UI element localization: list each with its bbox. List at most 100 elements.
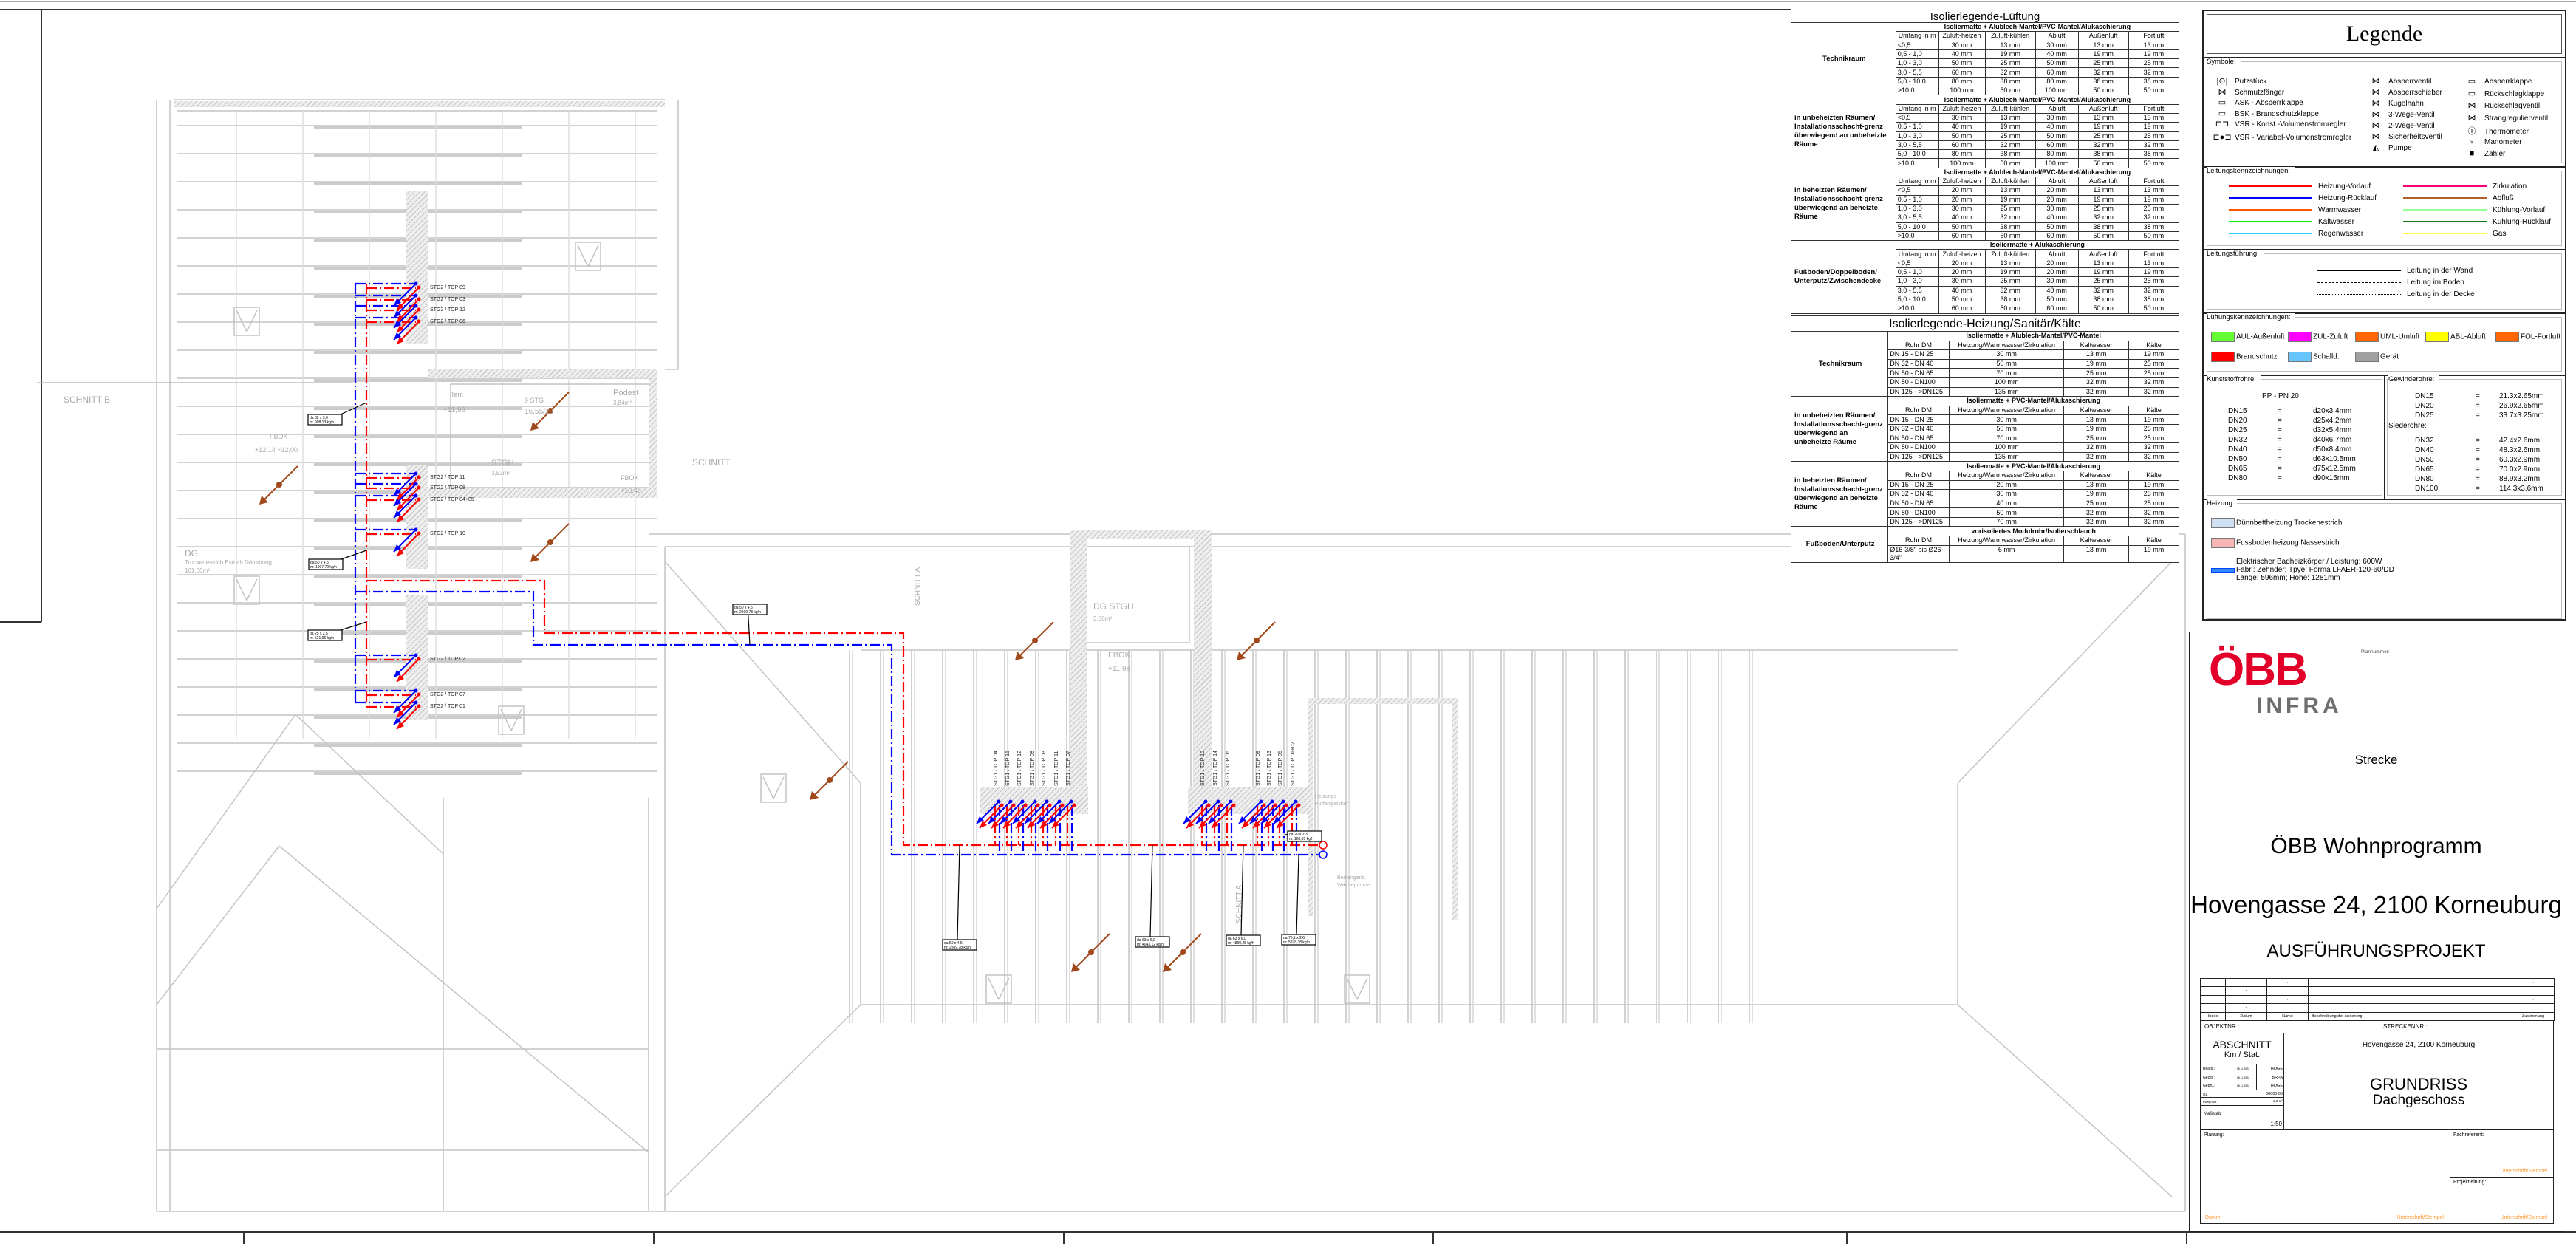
address-field: Hovengasse 24, 2100 Korneuburg — [2283, 1033, 2554, 1064]
riser-label: STG1 / TOP 06 — [1226, 751, 1231, 786]
column-header: Rohr DM — [1887, 340, 1950, 351]
table-cell: 32 mm — [2128, 377, 2180, 388]
riser-label: STG2 / TOP 09 — [430, 285, 465, 290]
table-cell: 0,5 - 1,0 — [1895, 194, 1939, 205]
plan-text: 9 STG — [525, 397, 544, 404]
insulation-type: Isoliermatte + Alublech-Mantel/PVC-Mante… — [1895, 167, 2180, 178]
table-cell: 50 mm — [2128, 86, 2180, 96]
plan-text: Terr. — [451, 391, 464, 398]
table-cell: 50 mm — [2128, 230, 2180, 242]
pipe-flow: m: 166,85 kg/h — [1289, 837, 1313, 841]
table-cell: 19 mm — [1984, 194, 2036, 205]
riser-label: STG2 / TOP 10 — [430, 531, 465, 536]
scale-label: Maßstab — [2204, 1112, 2221, 1116]
pipe-color-label: Warmwasser — [2318, 206, 2361, 214]
table-cell: DN 50 - DN 65 — [1887, 368, 1950, 378]
pipe-dimension-cell: = — [2476, 475, 2480, 483]
line-style-swatch — [2317, 281, 2401, 283]
table-cell: 50 mm — [2128, 158, 2180, 168]
table-cell: DN 80 - DN100 — [1887, 442, 1950, 453]
pipe-dimension-cell: DN100 — [2415, 485, 2439, 493]
table-cell: 32 mm — [2077, 67, 2129, 78]
manifold-connection-icon — [1000, 799, 1028, 829]
table-cell: 40 mm — [1938, 49, 1986, 60]
pipe-color-label: Zirkulation — [2493, 182, 2527, 191]
riser-label: STG1 / TOP 08 — [1030, 751, 1035, 786]
strangregulierventil-icon: ⋈ — [2467, 113, 2476, 123]
symbol-label: 3-Wege-Ventil — [2388, 111, 2435, 119]
color-swatch — [2355, 332, 2379, 342]
object-number-label: OBJEKTNR.: — [2204, 1023, 2240, 1030]
table-cell: 38 mm — [2128, 294, 2180, 305]
plan-text: +11,98 — [1108, 665, 1131, 673]
table-cell: 25 mm — [2128, 368, 2180, 378]
absperrventil-icon: ⋈ — [2371, 77, 2380, 86]
drain-marker-icon — [1237, 621, 1276, 660]
manifold-connection-icon — [1238, 799, 1266, 829]
pipe-dimension: da 50 x 4,5 — [734, 606, 753, 610]
table-cell: 32 mm — [2077, 213, 2129, 223]
table-cell: 50 mm — [1938, 131, 1986, 141]
table-cell: 32 mm — [2128, 213, 2180, 223]
manifold-connection-icon — [1195, 799, 1223, 829]
table-cell: 20 mm — [1938, 185, 1986, 196]
insulation-type: Isoliermatte + Alublech-Mantel/PVC-Mante… — [1895, 21, 2180, 33]
absperrklappe-icon: ▭ — [2218, 98, 2227, 107]
riser-label: STG2 / TOP 01 — [430, 704, 465, 709]
table-cell: 0,5 - 1,0 — [1895, 267, 1939, 278]
symbol-item: ⋈Schmutzfänger — [2210, 87, 2285, 97]
table-cell: 1,0 - 3,0 — [1895, 131, 1939, 141]
table-cell: 40 mm — [2035, 122, 2079, 132]
table-cell: 32 mm — [1984, 140, 2036, 151]
symbol-label: 2-Wege-Ventil — [2388, 122, 2435, 130]
riser-label: STG2 / TOP 03 — [430, 297, 465, 302]
table-cell: 32 mm — [2063, 516, 2129, 527]
table-cell: 19 mm — [2128, 194, 2180, 205]
riser-label: STG1 / TOP 04 — [994, 751, 999, 786]
specialist-signature-label: Unterschrift/Stempel — [2500, 1169, 2547, 1174]
column-header: Fortluft — [2128, 31, 2180, 41]
table-cell: 60 mm — [1938, 67, 1986, 78]
table-cell: 25 mm — [2128, 203, 2180, 214]
pipe-dimension-cell: 21.3x2.65mm — [2499, 392, 2544, 400]
manometer-icon: ♀ — [2468, 137, 2476, 146]
riser-label: STG1 / TOP 15 — [1005, 751, 1011, 786]
riser-label: STG1 / TOP 07 — [1066, 751, 1071, 786]
pipe-dimension: da 50 x 4,5 — [944, 941, 963, 946]
table-cell: 3,0 - 5,5 — [1895, 285, 1939, 295]
symbol-item: ⋈Sicherheitsventil — [2363, 131, 2442, 141]
table-cell: 25 mm — [2077, 203, 2129, 214]
route-label: Strecke — [2354, 753, 2398, 767]
pipe-color-item: Heizung-Vorlauf — [2229, 182, 2371, 191]
riser-label: STG2 / TOP 12 — [430, 307, 465, 312]
ventilation-item: Gerät — [2355, 352, 2399, 363]
table-cell: 32 mm — [1984, 213, 2036, 223]
plan-text: SCHNITT A — [1235, 885, 1243, 923]
heating-label: Fussbodenheizung Nassestrich — [2236, 539, 2340, 547]
table-cell: 100 mm — [1948, 442, 2065, 453]
roof-window-icon — [575, 242, 601, 271]
symbol-item: ⋈Absperrschieber — [2363, 87, 2442, 97]
table-cell: 30 mm — [1948, 489, 2065, 499]
pipe-dimension-cell: DN50 — [2415, 456, 2434, 464]
pipe-dimension-label: da 32 x 3,0m: 998,13 kg/h — [307, 402, 367, 426]
table-cell: DN 50 - DN 65 — [1887, 433, 1950, 444]
table-cell: 20 mm — [2035, 258, 2079, 269]
pipe-dimension: da 63 x 6,0 — [1137, 938, 1155, 943]
table-cell: <0,5 — [1895, 258, 1939, 269]
pipe-dimension-cell: = — [2278, 417, 2282, 425]
pipe-dimension-cell: = — [2476, 485, 2480, 493]
table-cell: 3,0 - 5,5 — [1895, 213, 1939, 223]
table-cell: 19 mm — [1984, 49, 2036, 60]
pipe-dimension-label: da 76,1 x 2,6m: 5878,38 kg/h — [1281, 854, 1316, 946]
pipe-dimension-cell: DN25 — [2415, 411, 2434, 420]
project-phase: AUSFÜHRUNGSPROJEKT — [2266, 941, 2486, 961]
table-cell: 25 mm — [1984, 58, 2036, 69]
roof-window-icon — [985, 974, 1012, 1004]
pipe-dimension-label: da 25 x 2,5m: 531,96 kg/h — [307, 621, 367, 641]
line-style-swatch — [2317, 293, 2401, 295]
kugelhahn-icon: ⋈ — [2371, 99, 2380, 108]
